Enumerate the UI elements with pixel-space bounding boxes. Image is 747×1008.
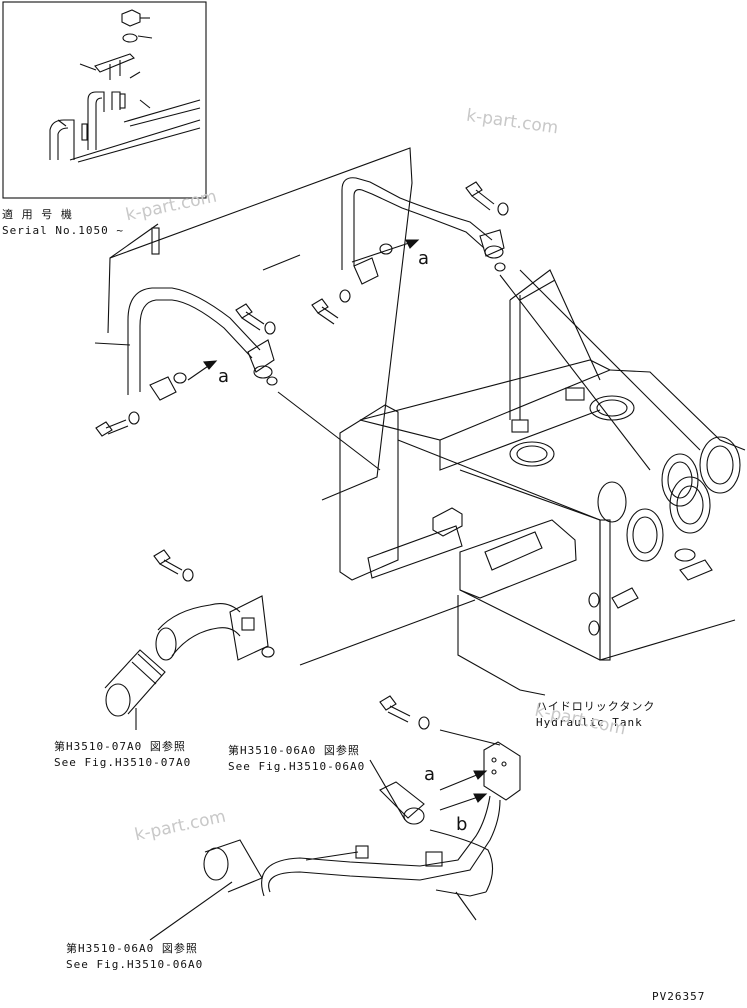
reference-1-en: See Fig.H3510-07A0 <box>54 756 192 769</box>
serial-label-en: Serial No.1050 ~ <box>2 224 124 237</box>
mark-b-lower: b <box>456 814 468 835</box>
mark-a-lower: a <box>424 764 436 785</box>
mark-a-left: a <box>218 366 230 387</box>
reference-1-jp: 第H3510-07A0 図参照 <box>54 740 186 753</box>
o-rings <box>173 243 506 658</box>
pipe-upper-middle <box>341 177 505 285</box>
reference-2-en: See Fig.H3510-06A0 <box>228 760 366 773</box>
pipe-upper-left <box>127 287 275 401</box>
mark-a-upper: a <box>418 248 430 269</box>
reference-2-jp: 第H3510-06A0 図参照 <box>228 744 360 757</box>
serial-marker <box>151 227 160 255</box>
label-leaders <box>135 708 477 941</box>
serial-label-jp: 適 用 号 機 <box>2 208 73 221</box>
lower-block-and-hoses <box>203 741 521 897</box>
reference-3-en: See Fig.H3510-06A0 <box>66 958 204 971</box>
hydraulic-tank <box>339 269 746 661</box>
figure-number: PV26357 <box>652 990 706 1003</box>
inset-detail <box>2 1 207 199</box>
suction-elbow <box>104 595 269 717</box>
assembly-arrows <box>187 239 488 811</box>
tank-label-jp: ハイドロリックタンク <box>536 700 656 713</box>
tank-label-en: Hydraulic Tank <box>536 716 643 729</box>
leader-lines <box>94 147 701 746</box>
bolts <box>95 181 509 730</box>
reference-3-jp: 第H3510-06A0 図参照 <box>66 942 198 955</box>
